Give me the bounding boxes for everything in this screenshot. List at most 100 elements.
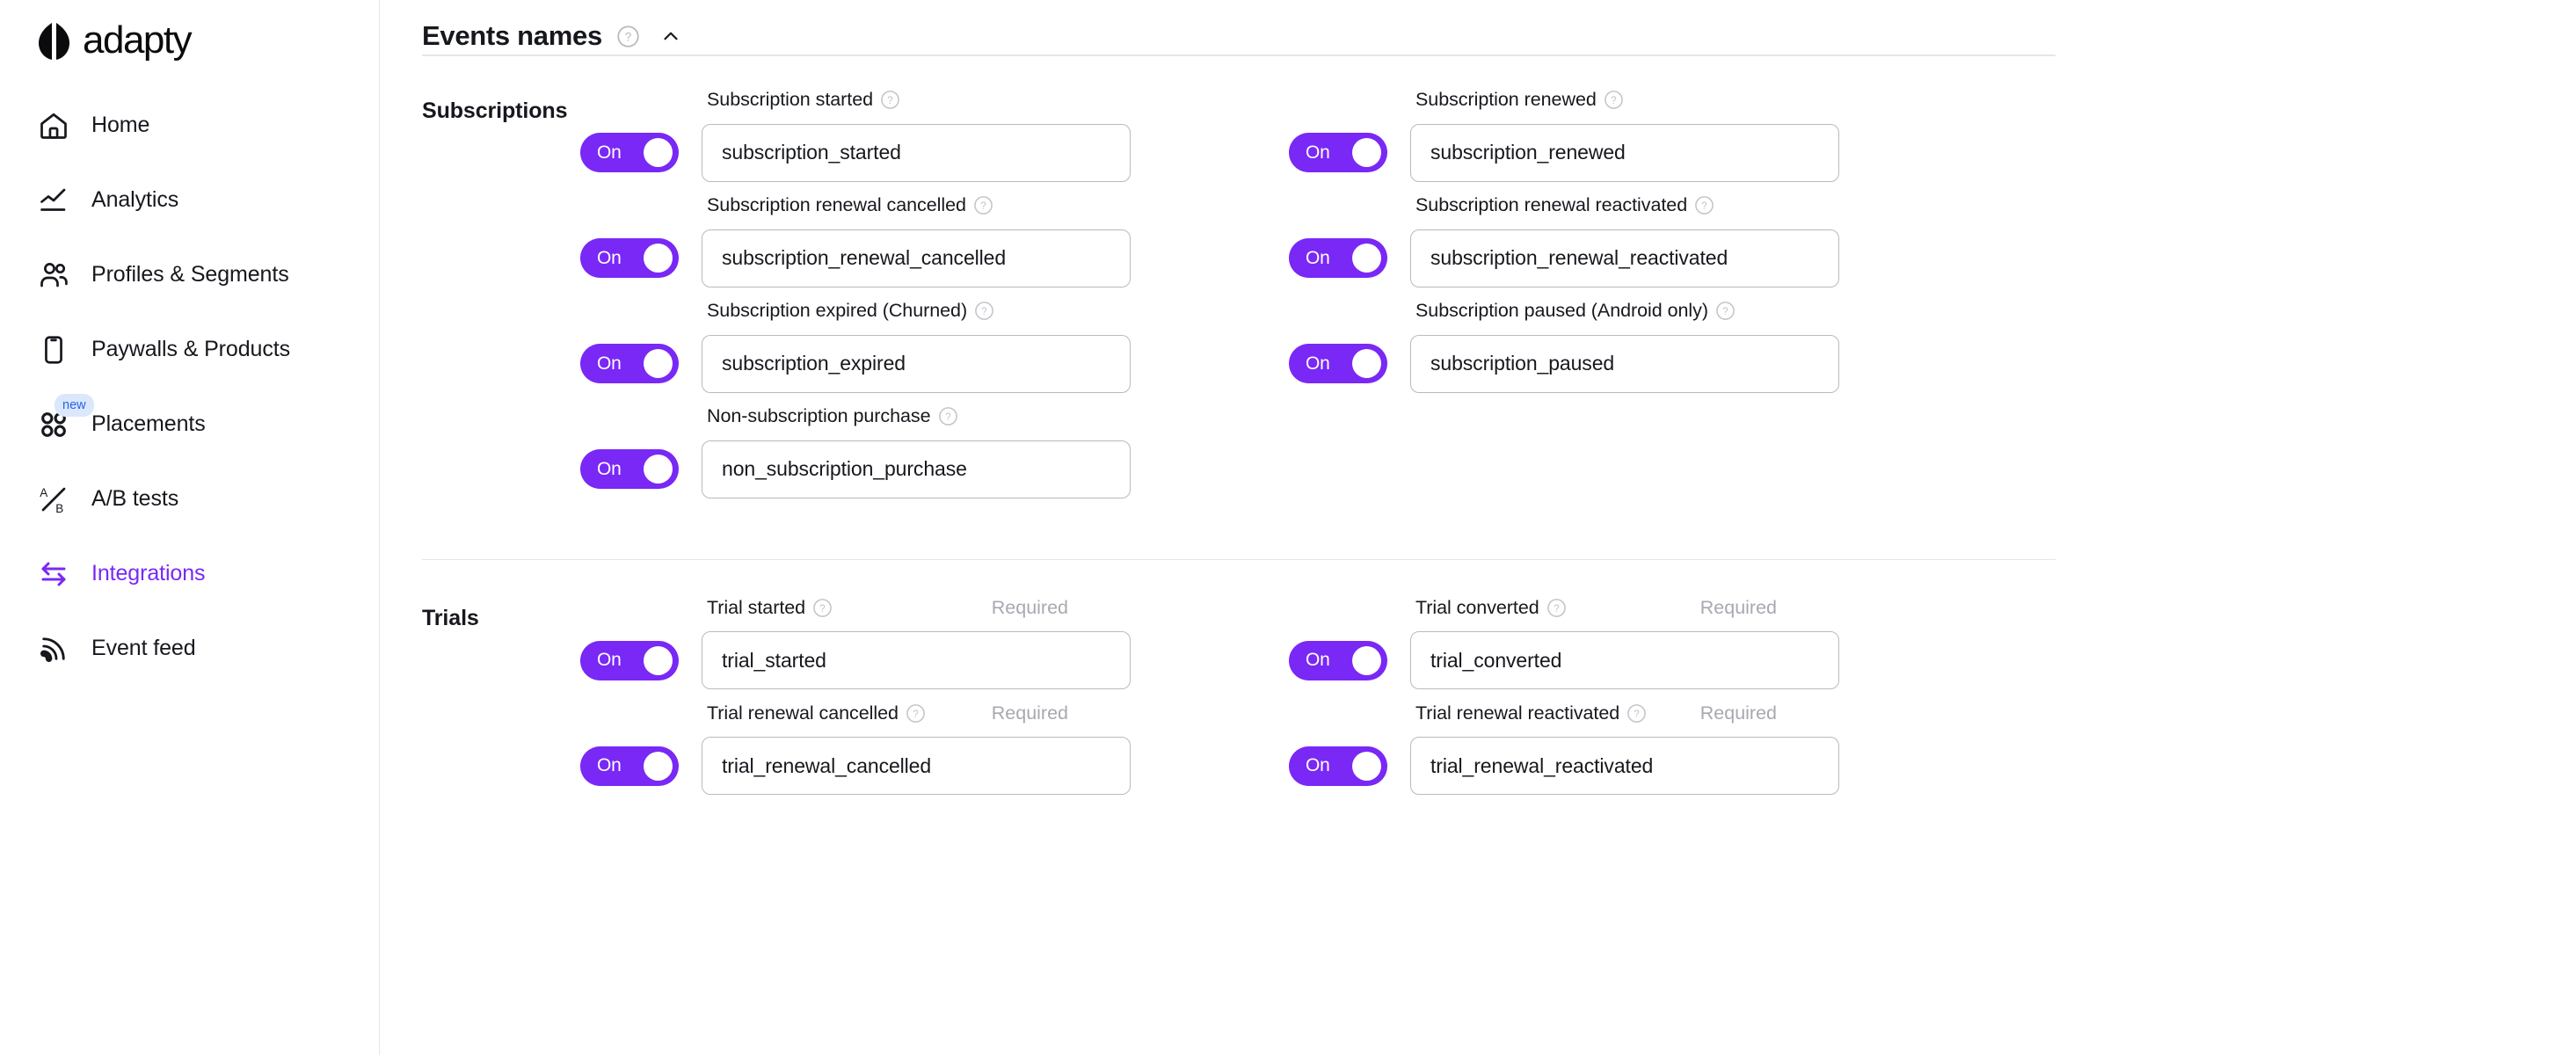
svg-text:?: ? (1554, 603, 1559, 614)
toggle-knob (644, 349, 673, 378)
question-circle-icon[interactable]: ? (616, 25, 640, 48)
toggle-subscription-started[interactable]: On (580, 133, 679, 172)
field-rows: Subscription started ? On (422, 83, 2576, 505)
svg-text:?: ? (1611, 96, 1616, 106)
arrows-swap-icon (35, 556, 72, 593)
svg-text:?: ? (980, 201, 986, 212)
input-subscription-renewal-reactivated[interactable]: subscription_renewal_reactivated (1410, 229, 1839, 287)
input-trial-renewal-cancelled[interactable]: trial_renewal_cancelled (702, 737, 1131, 795)
toggle-state-label: On (1306, 247, 1330, 268)
field-rows: Trial started ? Required On (422, 590, 2576, 801)
field-label-line: Subscription renewal cancelled ? (422, 188, 1131, 223)
sidebar-item-label: Profiles & Segments (91, 262, 289, 287)
field-label-line: Subscription started ? (422, 83, 1131, 118)
required-label: Required (991, 596, 1068, 618)
question-circle-icon[interactable]: ? (1546, 598, 1567, 618)
grid-dots-icon: new (35, 393, 94, 443)
sidebar-item-event-feed[interactable]: Event feed (0, 611, 379, 686)
input-non-subscription-purchase[interactable]: non_subscription_purchase (702, 440, 1131, 498)
sidebar-item-label: Integrations (91, 561, 206, 586)
page-header: Events names ? (380, 0, 2576, 55)
sidebar-item-label: Placements (91, 411, 206, 436)
field-control: On subscription_renewed (1131, 118, 1839, 188)
toggle-subscription-renewal-reactivated[interactable]: On (1289, 238, 1387, 278)
svg-text:?: ? (945, 412, 950, 423)
field-row: Subscription renewal cancelled ? On (422, 188, 2576, 294)
field-cell-subscription-renewal-cancelled: Subscription renewal cancelled ? On (422, 188, 1131, 294)
toggle-state-label: On (597, 142, 622, 163)
question-circle-icon[interactable]: ? (1604, 90, 1624, 110)
sidebar-item-integrations[interactable]: Integrations (0, 536, 379, 611)
question-circle-icon[interactable]: ? (1715, 301, 1736, 321)
field-label-line: Trial converted ? Required (1131, 590, 1839, 625)
question-circle-icon[interactable]: ? (974, 301, 994, 321)
field-label: Subscription renewal cancelled (707, 194, 966, 215)
sidebar-item-label: Home (91, 113, 150, 137)
toggle-subscription-renewed[interactable]: On (1289, 133, 1387, 172)
input-subscription-paused[interactable]: subscription_paused (1410, 334, 1839, 393)
toggle-knob (644, 645, 673, 675)
svg-text:?: ? (981, 307, 986, 317)
field-label: Subscription expired (Churned) (707, 300, 968, 321)
svg-text:?: ? (819, 603, 825, 614)
toggle-state-label: On (597, 458, 622, 479)
sidebar-item-home[interactable]: Home (0, 88, 379, 163)
svg-text:?: ? (625, 30, 632, 43)
question-circle-icon[interactable]: ? (973, 195, 993, 215)
question-circle-icon[interactable]: ? (880, 90, 900, 110)
question-circle-icon[interactable]: ? (1694, 195, 1714, 215)
toggle-non-subscription-purchase[interactable]: On (580, 449, 679, 489)
sidebar-item-ab-tests[interactable]: A B A/B tests (0, 462, 379, 536)
toggle-trial-renewal-reactivated[interactable]: On (1289, 746, 1387, 786)
sidebar-item-profiles-segments[interactable]: Profiles & Segments (0, 237, 379, 312)
field-label: Subscription renewal reactivated (1415, 194, 1688, 215)
toggle-knob (644, 751, 673, 781)
field-cell-trial-renewal-cancelled: Trial renewal cancelled ? Required (422, 695, 1131, 801)
rss-icon (35, 630, 72, 667)
field-cell-trial-renewal-reactivated: Trial renewal reactivated ? Required (1131, 695, 1839, 801)
svg-text:adapty: adapty (83, 20, 193, 62)
chevron-up-icon[interactable] (659, 25, 682, 47)
svg-text:?: ? (913, 709, 918, 719)
sidebar-nav: Home Analytics (0, 88, 379, 686)
sidebar-item-placements[interactable]: new Placements (0, 387, 379, 462)
field-control: On subscription_renewal_cancelled (422, 223, 1131, 294)
input-subscription-renewal-cancelled[interactable]: subscription_renewal_cancelled (702, 229, 1131, 287)
toggle-subscription-paused[interactable]: On (1289, 344, 1387, 383)
field-label-line: Subscription renewed ? (1131, 83, 1839, 118)
toggle-state-label: On (597, 247, 622, 268)
toggle-knob (1352, 645, 1381, 675)
field-cell-subscription-started: Subscription started ? On (422, 83, 1131, 188)
field-cell-subscription-paused: Subscription paused (Android only) ? On (1131, 294, 1839, 399)
brand-logo[interactable]: adapty (0, 0, 379, 63)
toggle-knob (644, 455, 673, 484)
toggle-state-label: On (1306, 650, 1330, 670)
sidebar-item-paywalls-products[interactable]: Paywalls & Products (0, 312, 379, 387)
input-trial-started[interactable]: trial_started (702, 631, 1131, 689)
toggle-subscription-renewal-cancelled[interactable]: On (580, 238, 679, 278)
toggle-trial-renewal-cancelled[interactable]: On (580, 746, 679, 786)
toggle-trial-started[interactable]: On (580, 640, 679, 680)
toggle-trial-converted[interactable]: On (1289, 640, 1387, 680)
toggle-knob (1352, 751, 1381, 781)
input-trial-renewal-reactivated[interactable]: trial_renewal_reactivated (1410, 737, 1839, 795)
question-circle-icon[interactable]: ? (938, 406, 958, 426)
toggle-subscription-expired[interactable]: On (580, 344, 679, 383)
sidebar-item-analytics[interactable]: Analytics (0, 163, 379, 237)
field-row: Subscription expired (Churned) ? On (422, 294, 2576, 399)
field-label-line: Trial started ? Required (422, 590, 1131, 625)
required-label: Required (1699, 702, 1777, 724)
input-subscription-started[interactable]: subscription_started (702, 123, 1131, 182)
question-circle-icon[interactable]: ? (812, 598, 833, 618)
toggle-state-label: On (597, 755, 622, 775)
adapty-mark-icon (37, 21, 74, 62)
input-subscription-renewed[interactable]: subscription_renewed (1410, 123, 1839, 182)
input-trial-converted[interactable]: trial_converted (1410, 631, 1839, 689)
question-circle-icon[interactable]: ? (1626, 703, 1647, 724)
field-label-line: Trial renewal reactivated ? Required (1131, 695, 1839, 731)
field-label-line: Non-subscription purchase ? (422, 399, 1131, 434)
input-subscription-expired[interactable]: subscription_expired (702, 334, 1131, 393)
question-circle-icon[interactable]: ? (906, 703, 926, 724)
section-divider (422, 558, 2056, 560)
